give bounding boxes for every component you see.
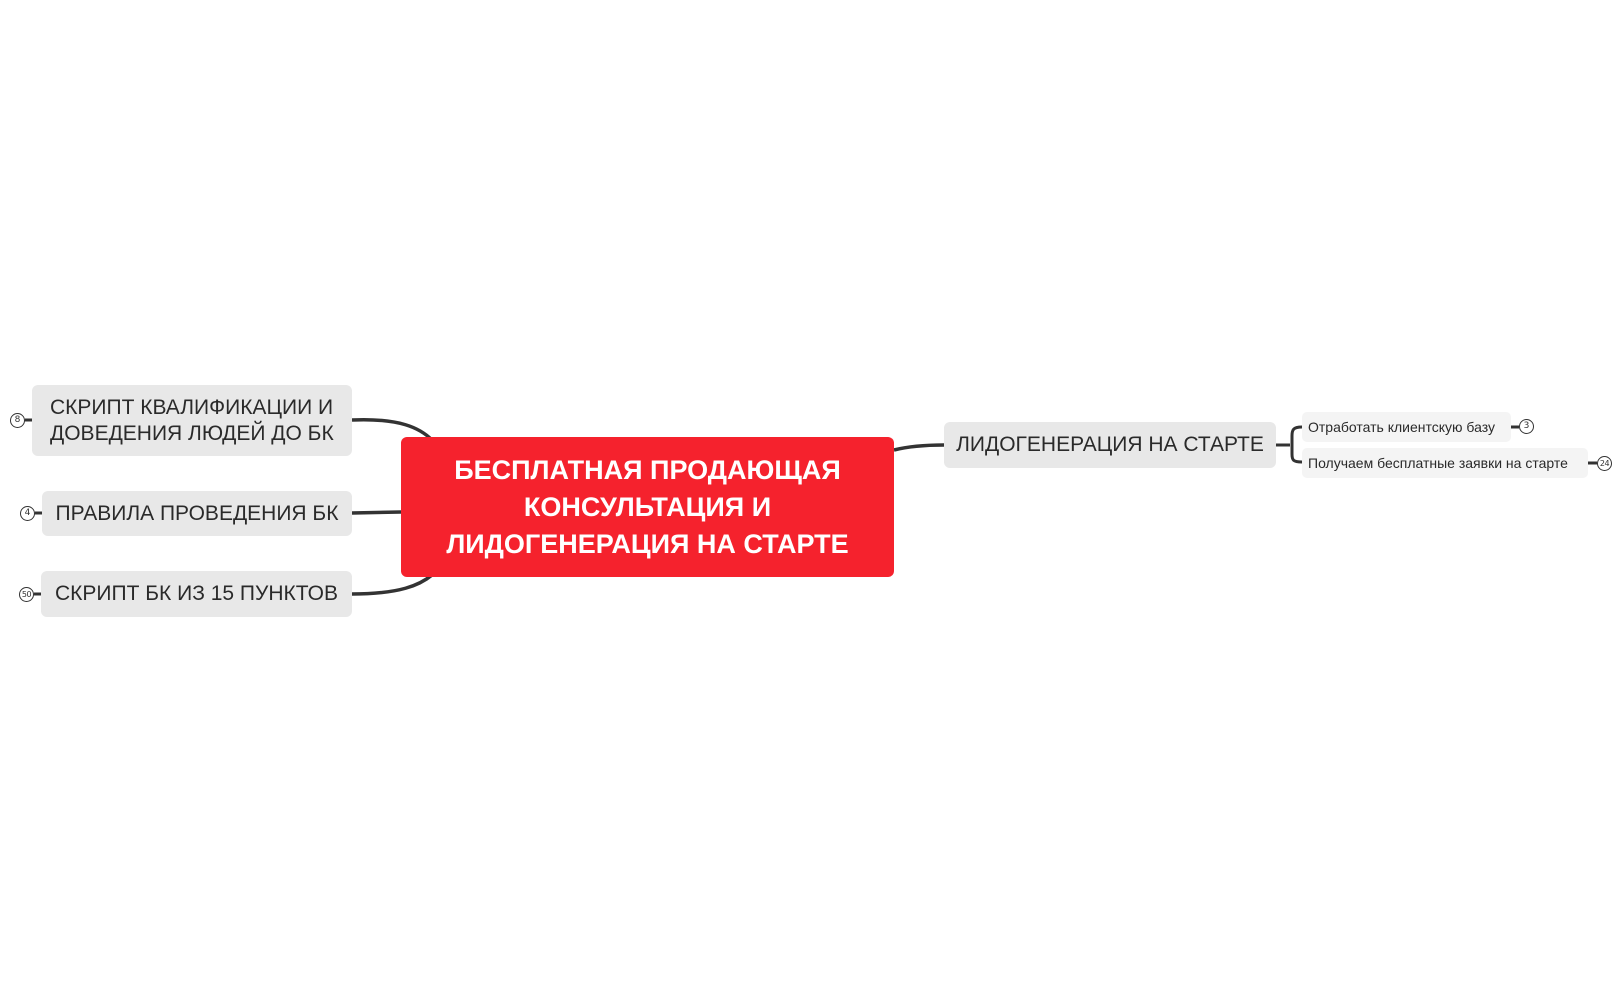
collapsed-count-badge[interactable]: 24: [1597, 456, 1612, 471]
collapsed-count-badge[interactable]: 50: [19, 587, 34, 602]
central-topic-label: БЕСПЛАТНАЯ ПРОДАЮЩАЯ КОНСУЛЬТАЦИЯ И ЛИДО…: [446, 454, 849, 559]
topic-qualification-script[interactable]: СКРИПТ КВАЛИФИКАЦИИ И ДОВЕДЕНИЯ ЛЮДЕЙ ДО…: [32, 385, 352, 456]
topic-label: ЛИДОГЕНЕРАЦИЯ НА СТАРТЕ: [956, 433, 1264, 456]
subtopic-label: Отработать клиентскую базу: [1308, 419, 1496, 435]
collapsed-count-badge[interactable]: 3: [1519, 419, 1534, 434]
collapsed-count-badge[interactable]: 8: [10, 413, 25, 428]
subtopic-free-leads[interactable]: Получаем бесплатные заявки на старте: [1302, 448, 1588, 478]
topic-label: ПРАВИЛА ПРОВЕДЕНИЯ БК: [55, 501, 339, 525]
central-topic[interactable]: БЕСПЛАТНАЯ ПРОДАЮЩАЯ КОНСУЛЬТАЦИЯ И ЛИДО…: [401, 437, 894, 577]
topic-consultation-rules[interactable]: ПРАВИЛА ПРОВЕДЕНИЯ БК: [42, 491, 352, 536]
topic-label: СКРИПТ КВАЛИФИКАЦИИ И ДОВЕДЕНИЯ ЛЮДЕЙ ДО…: [50, 395, 334, 445]
subtopic-label: Получаем бесплатные заявки на старте: [1308, 455, 1568, 471]
topic-lead-generation[interactable]: ЛИДОГЕНЕРАЦИЯ НА СТАРТЕ: [944, 422, 1276, 468]
topic-label: СКРИПТ БК ИЗ 15 ПУНКТОВ: [55, 582, 338, 605]
topic-15-point-script[interactable]: СКРИПТ БК ИЗ 15 ПУНКТОВ: [41, 571, 352, 617]
collapsed-count-badge[interactable]: 4: [20, 506, 35, 521]
subtopic-client-base[interactable]: Отработать клиентскую базу: [1302, 412, 1511, 442]
